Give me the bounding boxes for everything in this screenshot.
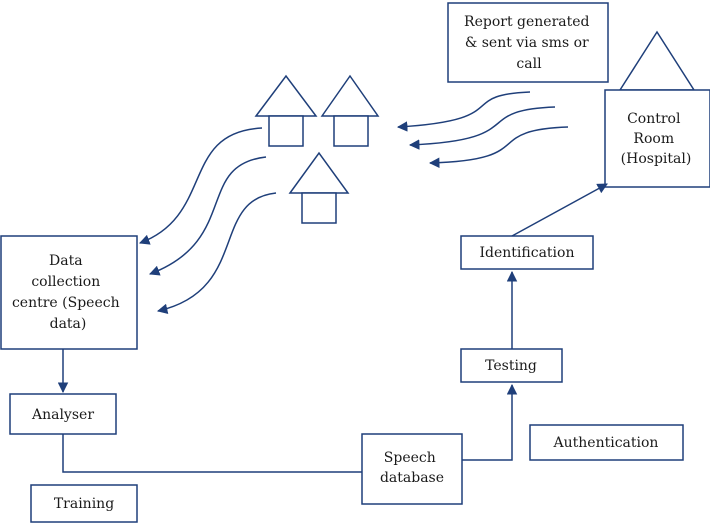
hospital-roof-icon bbox=[618, 30, 696, 91]
curve-arrow-control-to-houses-1 bbox=[396, 91, 531, 132]
curve-arrow-house-to-datacentre-1 bbox=[139, 127, 263, 245]
training-box bbox=[30, 484, 138, 523]
house-icon-middle bbox=[320, 74, 380, 147]
data-collection-label: Data collection centre (Speech data) bbox=[12, 253, 124, 332]
curve-arrow-control-to-houses-2 bbox=[408, 106, 556, 150]
analyser-label: Analyser bbox=[31, 407, 94, 423]
report-label: Report generated & sent via sms or call bbox=[464, 14, 594, 72]
control-room-label: Control Room (Hospital) bbox=[621, 111, 692, 167]
line-analyser-to-database bbox=[62, 434, 362, 473]
speech-database-box bbox=[361, 433, 463, 505]
curve-arrow-control-to-houses-3 bbox=[428, 126, 569, 168]
curve-arrow-house-to-datacentre-2 bbox=[149, 156, 267, 276]
arrow-database-to-testing bbox=[462, 383, 518, 461]
curve-arrow-house-to-datacentre-3 bbox=[156, 192, 277, 315]
analyser-box bbox=[9, 393, 117, 435]
report-box bbox=[447, 2, 609, 83]
data-collection-box bbox=[0, 235, 138, 350]
control-room-box bbox=[604, 89, 710, 188]
testing-label: Testing bbox=[485, 358, 537, 374]
authentication-box bbox=[529, 424, 684, 461]
house-icon-left bbox=[254, 74, 318, 147]
identification-box bbox=[460, 235, 594, 270]
training-label: Training bbox=[54, 496, 114, 512]
speech-database-label: Speech database bbox=[380, 450, 444, 486]
house-icon-bottom bbox=[288, 151, 350, 224]
identification-label: Identification bbox=[480, 245, 575, 261]
arrow-identification-to-control bbox=[511, 183, 608, 237]
testing-box bbox=[460, 348, 563, 383]
authentication-label: Authentication bbox=[553, 435, 659, 451]
